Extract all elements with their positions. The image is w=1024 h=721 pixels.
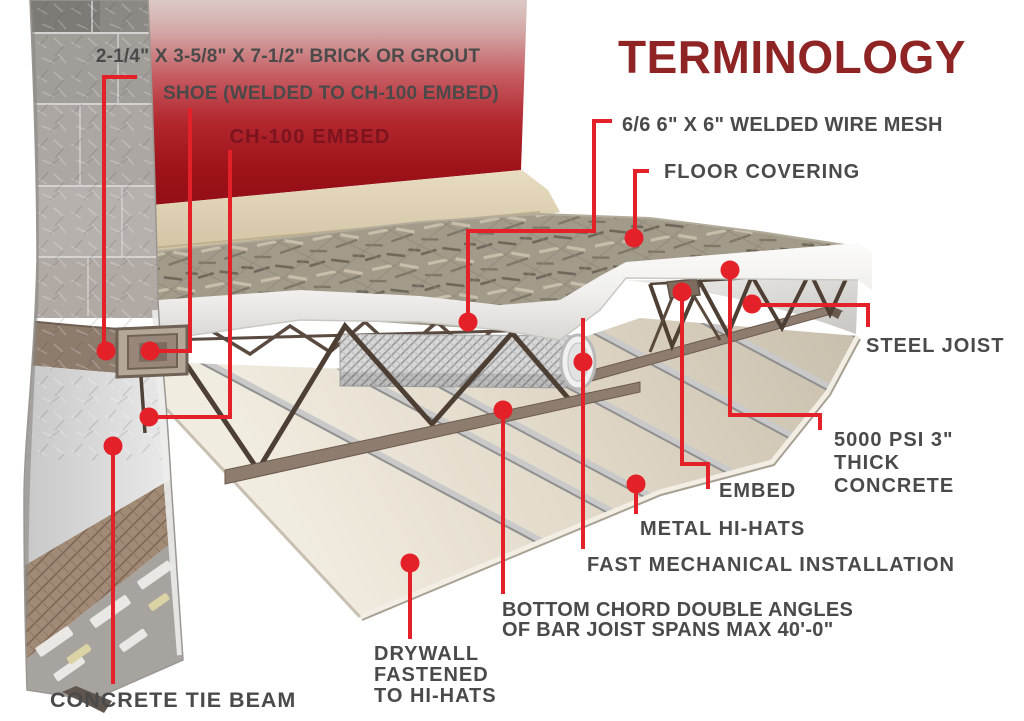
leader-brick-shoe <box>102 75 137 349</box>
leader-dots <box>96 228 762 573</box>
deck-left-edge <box>158 400 362 619</box>
label-drywall-line2: FASTENED <box>374 664 489 686</box>
joist-seat-legs <box>648 295 722 353</box>
dot-fast-mech <box>573 352 593 372</box>
leader-ch100-embed <box>151 150 232 419</box>
dot-drywall <box>400 553 420 573</box>
label-bottom-chord-line2: OF BAR JOIST SPANS MAX 40'-0" <box>502 619 834 641</box>
label-embed: EMBED <box>719 480 796 502</box>
red-back-wall <box>148 0 527 205</box>
label-metal-hi-hats: METAL HI-HATS <box>640 518 805 540</box>
dot-tie-beam <box>103 436 123 456</box>
dot-hi-hats <box>626 474 646 494</box>
label-concrete-line3: CONCRETE <box>834 475 954 497</box>
label-concrete-line1: 5000 PSI 3" <box>834 429 953 451</box>
label-floor-covering: FLOOR COVERING <box>664 161 860 183</box>
page-title: TERMINOLOGY <box>618 31 966 83</box>
dot-embed <box>672 282 692 302</box>
slab-bottom-edge <box>157 277 859 341</box>
leader-wire-mesh <box>466 119 612 318</box>
concrete-slab-face <box>158 243 872 340</box>
label-concrete-tie-beam: CONCRETE TIE BEAM <box>50 688 296 712</box>
column-base-shadow <box>62 686 112 713</box>
leader-steel-joist <box>752 303 870 327</box>
label-steel-joist: STEEL JOIST <box>866 335 1004 357</box>
label-fast-mech: FAST MECHANICAL INSTALLATION <box>587 554 955 576</box>
deck-front-edge-line <box>361 338 861 621</box>
dot-shoe-weld <box>140 341 160 361</box>
leader-shoe-weld <box>153 108 192 353</box>
leader-floor-covering <box>633 169 649 236</box>
deck-front-edge-face <box>359 334 861 620</box>
label-drywall-line1: DRYWALL <box>374 643 479 665</box>
steel-joist-webs-front <box>167 321 570 475</box>
dot-steel-joist <box>742 294 762 314</box>
dot-floor-covering <box>624 228 644 248</box>
dot-brick-shoe <box>96 341 116 361</box>
dot-concrete <box>720 260 740 280</box>
dot-wire-mesh <box>458 312 478 332</box>
wall-taupe-band <box>24 462 183 680</box>
floor-back-edge <box>151 212 859 253</box>
label-drywall-line3: TO HI-HATS <box>374 685 497 707</box>
dot-bottom-chord <box>493 400 513 420</box>
label-bottom-chord-line1: BOTTOM CHORD DOUBLE ANGLES <box>502 599 853 621</box>
leader-concrete <box>728 273 822 430</box>
label-brick-shoe-line1: 2-1/4" X 3-5/8" X 7-1/2" BRICK OR GROUT <box>96 46 481 67</box>
mortar-patches <box>35 560 173 682</box>
leader-embed <box>680 294 710 489</box>
label-brick-shoe-line2: SHOE (WELDED TO CH-100 EMBED) <box>163 83 499 104</box>
label-concrete-line2: THICK <box>834 452 900 474</box>
slab-edge-band <box>152 170 560 252</box>
label-wire-mesh: 6/6 6" X 6" WELDED WIRE MESH <box>622 114 943 136</box>
leader-lines <box>102 75 870 684</box>
dot-ch100-embed <box>139 407 159 427</box>
label-ch100-embed: CH-100 EMBED <box>229 126 390 148</box>
mortar-patches-yellow <box>66 593 170 664</box>
